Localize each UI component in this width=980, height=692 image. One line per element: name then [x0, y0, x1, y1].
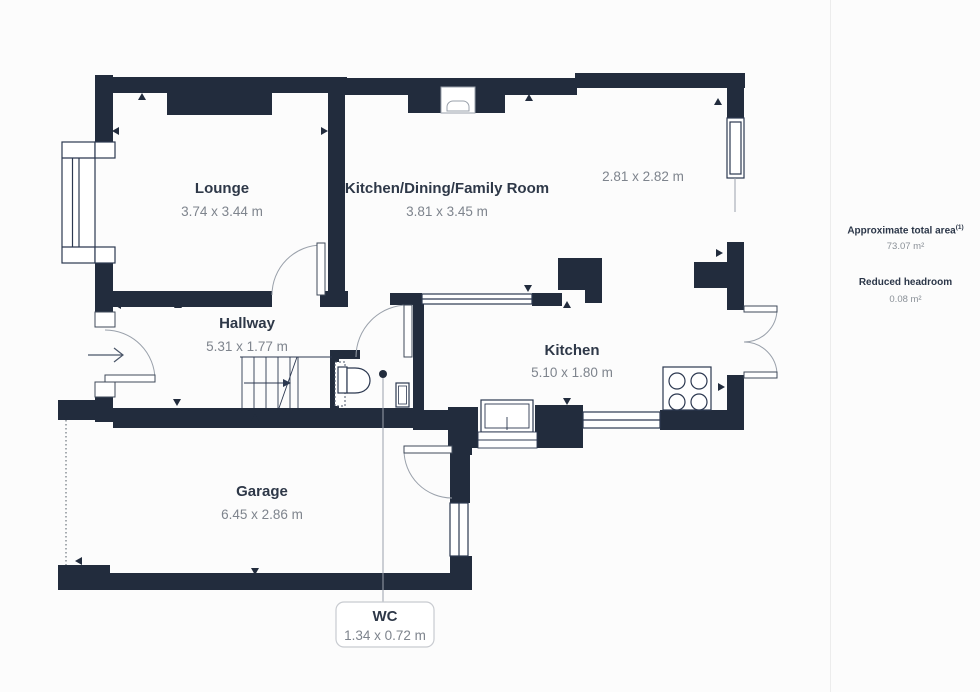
total-area-label: Approximate total area(1)	[847, 224, 964, 237]
leader-dot	[379, 370, 387, 378]
wc-callout-box	[335, 601, 435, 648]
room-label-kitchen: Kitchen	[544, 342, 599, 359]
total-area-value: 73.07 m²	[886, 241, 925, 252]
toilet-icon	[337, 366, 371, 394]
room-label-hallway: Hallway	[219, 315, 276, 332]
garage-door	[403, 445, 453, 454]
room-dims-wc: 1.34 x 0.72 m	[344, 628, 426, 643]
window-garage	[449, 502, 469, 557]
windows	[61, 117, 745, 557]
annotation-panel: Approximate total area(1) 73.07 m² Reduc…	[830, 0, 980, 692]
bay-window	[61, 141, 116, 264]
door-jamb	[94, 381, 116, 398]
room-dims-kitchen-dining: 3.81 x 3.45 m	[406, 204, 488, 219]
room-dims-lounge: 3.74 x 3.44 m	[181, 204, 263, 219]
walls	[58, 73, 745, 590]
hob-icon	[662, 366, 712, 411]
dimension-markers	[75, 93, 725, 575]
footnote-superscript: (1)	[955, 224, 964, 231]
reduced-headroom-label: Reduced headroom	[858, 277, 953, 288]
door-jamb	[94, 311, 116, 328]
stairs-icon	[240, 356, 332, 409]
room-labels: Lounge 3.74 x 3.44 m Kitchen/Dining/Fami…	[181, 169, 684, 522]
wc-callout: WC 1.34 x 0.72 m	[335, 370, 435, 648]
lounge-door	[316, 242, 326, 296]
door-leaves	[94, 242, 778, 454]
kitchen-sink-icon	[477, 399, 538, 449]
window-right	[726, 117, 745, 179]
door-arcs	[104, 244, 778, 499]
room-label-kitchen-dining: Kitchen/Dining/Family Room	[345, 180, 549, 197]
wc-fixtures	[334, 361, 410, 408]
french-door-top	[743, 305, 778, 313]
floor-plan: WC 1.34 x 0.72 m Lounge 3.74 x 3.44 m Ki…	[58, 73, 778, 648]
room-label-wc: WC	[373, 608, 398, 625]
entrance-door	[104, 374, 156, 383]
entry-arrow-icon	[88, 347, 124, 363]
room-dims-open-area: 2.81 x 2.82 m	[602, 169, 684, 184]
french-door-bottom	[743, 371, 778, 379]
reduced-headroom-value: 0.08 m²	[889, 294, 922, 305]
room-dims-garage: 6.45 x 2.86 m	[221, 507, 303, 522]
doors	[94, 242, 778, 499]
room-dims-hallway: 5.31 x 1.77 m	[206, 339, 288, 354]
room-dims-kitchen: 5.10 x 1.80 m	[531, 365, 613, 380]
wc-door	[403, 304, 413, 358]
fireplace-icon	[440, 86, 476, 114]
room-label-lounge: Lounge	[195, 180, 249, 197]
window-kitchen	[582, 411, 661, 429]
room-label-garage: Garage	[236, 483, 288, 500]
window-internal	[421, 293, 533, 305]
wc-sink-icon	[395, 382, 410, 408]
